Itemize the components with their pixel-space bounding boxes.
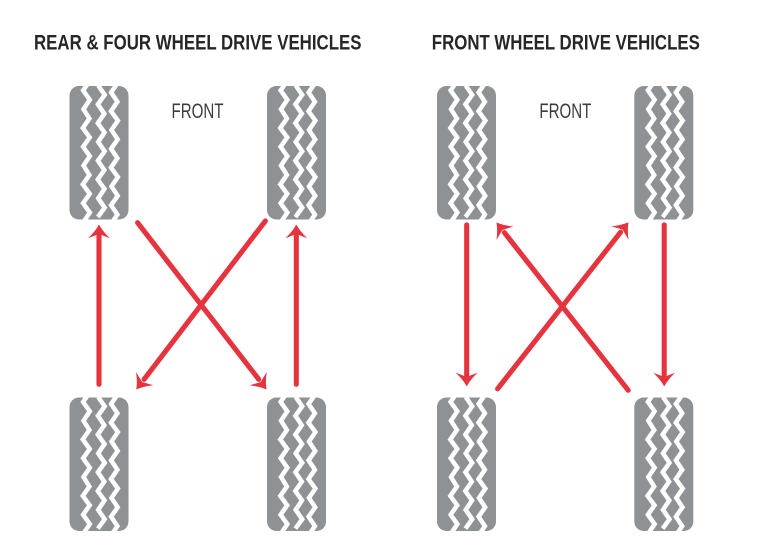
svg-text:FRONT: FRONT	[172, 100, 224, 123]
svg-text:FRONT WHEEL DRIVE VEHICLES: FRONT WHEEL DRIVE VEHICLES	[432, 31, 700, 54]
svg-text:FRONT: FRONT	[539, 100, 591, 123]
svg-text:REAR & FOUR WHEEL DRIVE VEHICL: REAR & FOUR WHEEL DRIVE VEHICLES	[34, 31, 362, 54]
